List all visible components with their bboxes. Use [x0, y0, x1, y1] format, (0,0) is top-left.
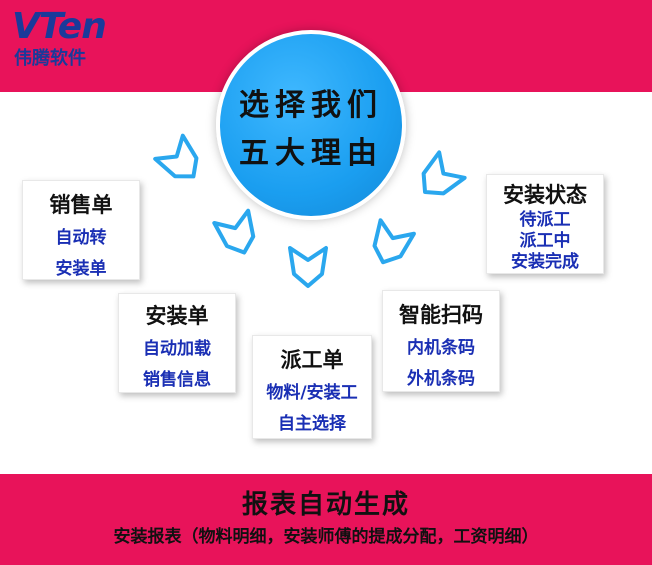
card-line: 自动加载 — [143, 339, 211, 359]
card-line: 安装完成 — [511, 252, 579, 272]
card-line: 外机条码 — [407, 369, 475, 389]
card-title: 智能扫码 — [399, 303, 483, 327]
footer-subtitle: 安装报表（物料明细，安装师傅的提成分配，工资明细） — [113, 527, 539, 547]
card-line: 内机条码 — [407, 338, 475, 358]
card-title: 销售单 — [49, 193, 113, 217]
chevron-arrow-icon — [153, 133, 199, 179]
center-circle: 选择我们 五大理由 — [216, 30, 406, 220]
footer-title: 报表自动生成 — [241, 490, 410, 520]
card-sales-order: 销售单 自动转 安装单 — [22, 180, 140, 280]
card-line: 安装单 — [55, 259, 107, 279]
chevron-arrow-icon — [288, 246, 328, 288]
card-title: 安装状态 — [503, 183, 587, 207]
card-line: 销售信息 — [143, 370, 211, 390]
logo-brand-text: VTen — [12, 6, 107, 47]
center-line-2: 五大理由 — [239, 136, 383, 171]
card-title: 安装单 — [145, 304, 209, 328]
card-line: 派工中 — [519, 231, 571, 251]
card-line: 自主选择 — [278, 414, 346, 434]
chevron-arrow-icon — [421, 150, 467, 196]
bottom-banner — [0, 474, 652, 565]
card-install-status: 安装状态 待派工 派工中 安装完成 — [486, 174, 604, 274]
logo-company-name: 伟腾软件 — [14, 48, 86, 69]
card-dispatch-order: 派工单 物料/安装工 自主选择 — [252, 335, 372, 439]
card-title: 派工单 — [280, 348, 344, 372]
card-smart-scan: 智能扫码 内机条码 外机条码 — [382, 290, 500, 392]
chevron-arrow-icon — [372, 218, 416, 265]
card-install-order: 安装单 自动加载 销售信息 — [118, 293, 236, 393]
card-line: 待派工 — [519, 210, 571, 230]
center-line-1: 选择我们 — [239, 88, 383, 123]
chevron-arrow-icon — [212, 208, 256, 255]
card-line: 物料/安装工 — [266, 383, 358, 403]
card-line: 自动转 — [55, 228, 107, 248]
